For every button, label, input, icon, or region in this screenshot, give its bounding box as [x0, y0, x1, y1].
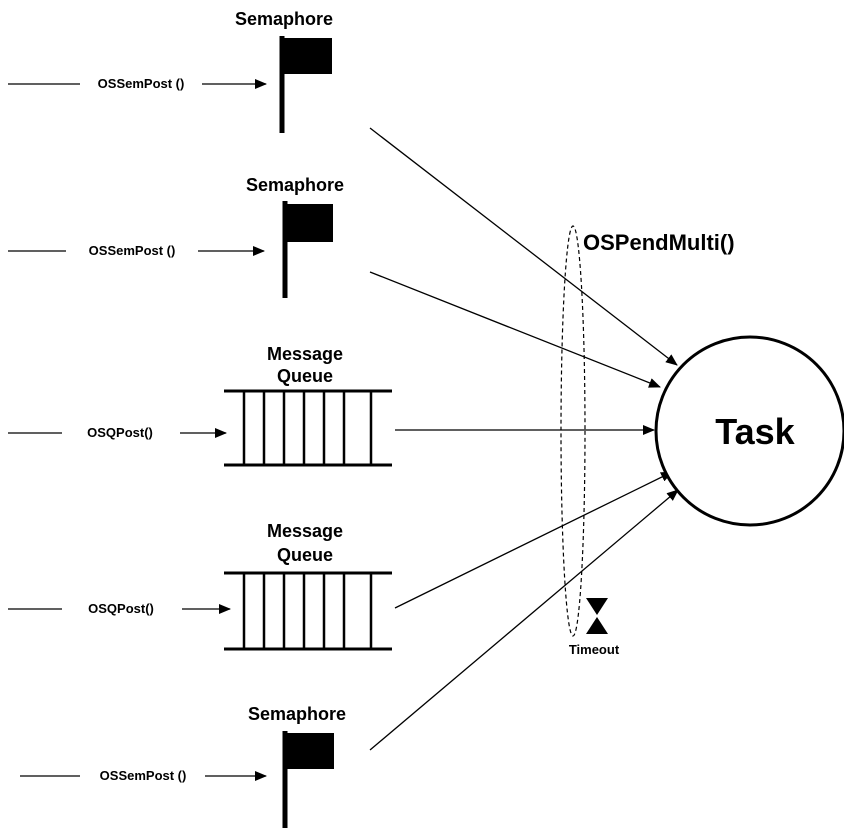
semaphore-2: Semaphore: [246, 175, 344, 298]
arrow-sem3-to-task: [369, 489, 679, 751]
hourglass-icon: [586, 598, 608, 634]
task-label: Task: [715, 411, 795, 452]
q-post-1-label: OSQPost(): [87, 425, 153, 440]
semaphore-3-label: Semaphore: [248, 704, 346, 724]
semaphore-1-label: Semaphore: [235, 9, 333, 29]
semaphore-2-label: Semaphore: [246, 175, 344, 195]
pend-arrows: [369, 127, 679, 751]
message-queue-1: Message Queue: [224, 344, 392, 467]
queue-1-label-line2: Queue: [277, 366, 333, 386]
q-post-1: OSQPost(): [8, 425, 227, 440]
sem-post-1: OSSemPost (): [8, 76, 267, 91]
semaphore-3-flag-icon: [287, 733, 334, 769]
queue-2-label-line1: Message: [267, 521, 343, 541]
pend-multi-label: OSPendMulti(): [583, 230, 735, 255]
arrow-sem2-to-task: [369, 271, 661, 388]
semaphore-3: Semaphore: [248, 704, 346, 828]
sem-post-2: OSSemPost (): [8, 243, 265, 258]
queue-1-label-line1: Message: [267, 344, 343, 364]
q-post-2: OSQPost(): [8, 601, 231, 616]
arrow-sem1-to-task: [369, 127, 678, 366]
timeout-label: Timeout: [569, 642, 620, 657]
semaphore-2-flag-icon: [287, 204, 333, 242]
queue-2-label-line2: Queue: [277, 545, 333, 565]
task-node: [654, 335, 844, 527]
semaphore-1-flag-icon: [284, 38, 332, 74]
sem-post-3-label: OSSemPost (): [100, 768, 187, 783]
q-post-2-label: OSQPost(): [88, 601, 154, 616]
sem-post-2-label: OSSemPost (): [89, 243, 176, 258]
queue-2-slots: [242, 573, 373, 649]
semaphore-1: Semaphore: [235, 9, 333, 133]
sem-post-1-label: OSSemPost (): [98, 76, 185, 91]
arrow-queue2-to-task: [394, 471, 673, 609]
queue-1-slots: [242, 391, 373, 465]
message-queue-2: Message Queue: [224, 521, 392, 651]
pend-multi-boundary: [560, 225, 586, 637]
sem-post-3: OSSemPost (): [20, 768, 267, 783]
